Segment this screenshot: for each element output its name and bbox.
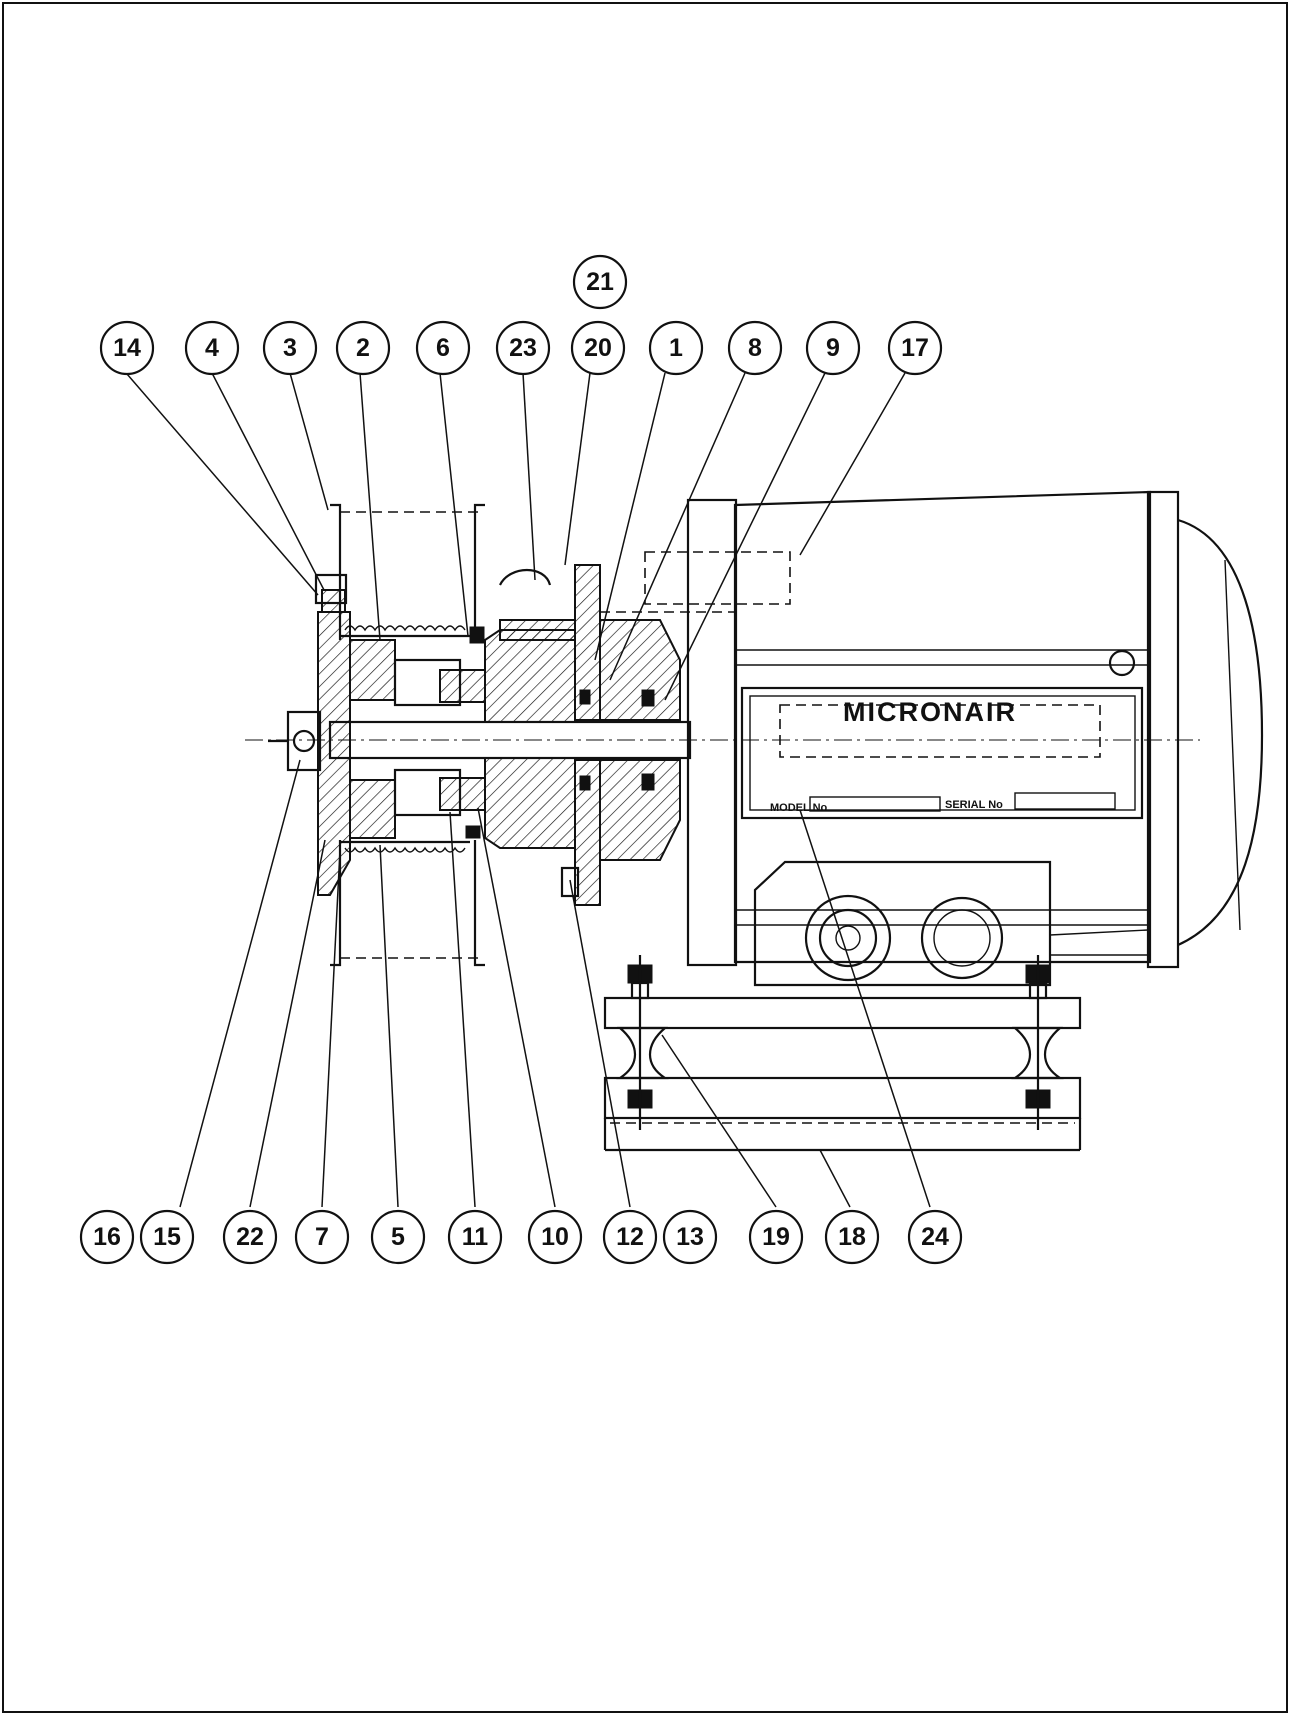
callout-circle [79, 1209, 135, 1265]
brand-name: MICRONAIR [843, 697, 1017, 727]
callout-10: 10 [527, 1209, 583, 1265]
callout-circle [139, 1209, 195, 1265]
base-frame [603, 955, 1082, 1152]
callout-3-label: 3 [283, 334, 297, 362]
callout-circle [294, 1209, 350, 1265]
callout-15: 15 [139, 1209, 195, 1265]
callout-14: 14 [99, 320, 155, 376]
callout-circle [415, 320, 471, 376]
callout-circle [222, 1209, 278, 1265]
callout-circle [727, 320, 783, 376]
callout-circle [495, 320, 551, 376]
callout-6: 6 [415, 320, 471, 376]
callouts-bottom: 16 15 22 7 5 11 10 12 13 19 18 24 [79, 1209, 963, 1265]
callout-15-label: 15 [153, 1223, 181, 1251]
callout-23: 23 [495, 320, 551, 376]
callout-24-label: 24 [921, 1223, 949, 1251]
callout-16: 16 [79, 1209, 135, 1265]
callout-5-label: 5 [391, 1223, 405, 1251]
callout-12-label: 12 [616, 1223, 644, 1251]
serial-label: SERIAL No [945, 799, 1003, 811]
callout-3: 3 [262, 320, 318, 376]
callout-circle [648, 320, 704, 376]
callout-1-label: 1 [669, 334, 683, 362]
callout-18-label: 18 [838, 1223, 866, 1251]
callout-5: 5 [370, 1209, 426, 1265]
leader-lines [126, 372, 931, 1208]
callout-18: 18 [824, 1209, 880, 1265]
callout-8: 8 [727, 320, 783, 376]
callout-23-label: 23 [509, 334, 537, 362]
motor-assembly [600, 490, 1264, 987]
callout-6-label: 6 [436, 334, 450, 362]
callout-circle [887, 320, 943, 376]
callout-21: 21 [572, 254, 628, 310]
callout-17-label: 17 [901, 334, 929, 362]
callout-9-label: 9 [826, 334, 840, 362]
callout-13-label: 13 [676, 1223, 704, 1251]
callout-20-label: 20 [584, 334, 612, 362]
callout-21-label: 21 [586, 268, 614, 296]
callout-1: 1 [648, 320, 704, 376]
callout-circle [527, 1209, 583, 1265]
callout-16-label: 16 [93, 1223, 121, 1251]
callout-circle [824, 1209, 880, 1265]
callout-22-label: 22 [236, 1223, 264, 1251]
callout-circle [570, 320, 626, 376]
callout-circle [447, 1209, 503, 1265]
callout-circle [748, 1209, 804, 1265]
callout-8-label: 8 [748, 334, 762, 362]
callout-9: 9 [805, 320, 861, 376]
callout-14-label: 14 [113, 334, 141, 362]
callout-circle [335, 320, 391, 376]
callout-circle [662, 1209, 718, 1265]
callout-circle [907, 1209, 963, 1265]
callout-24: 24 [907, 1209, 963, 1265]
callout-7-label: 7 [315, 1223, 329, 1251]
callout-11: 11 [447, 1209, 503, 1265]
callout-19: 19 [748, 1209, 804, 1265]
callout-circle [602, 1209, 658, 1265]
callout-7: 7 [294, 1209, 350, 1265]
callout-12: 12 [602, 1209, 658, 1265]
callout-4-label: 4 [205, 334, 219, 362]
callout-22: 22 [222, 1209, 278, 1265]
callout-20: 20 [570, 320, 626, 376]
callout-2: 2 [335, 320, 391, 376]
model-label: MODEL No [770, 802, 828, 814]
callout-4: 4 [184, 320, 240, 376]
pump-section [245, 503, 1200, 967]
callout-circle [370, 1209, 426, 1265]
callout-19-label: 19 [762, 1223, 790, 1251]
callout-circle [184, 320, 240, 376]
callout-circle [805, 320, 861, 376]
callout-13: 13 [662, 1209, 718, 1265]
callout-circle [99, 320, 155, 376]
callout-2-label: 2 [356, 334, 370, 362]
callout-11-label: 11 [462, 1223, 489, 1251]
callout-17: 17 [887, 320, 943, 376]
callout-10-label: 10 [541, 1223, 569, 1251]
callout-circle [262, 320, 318, 376]
